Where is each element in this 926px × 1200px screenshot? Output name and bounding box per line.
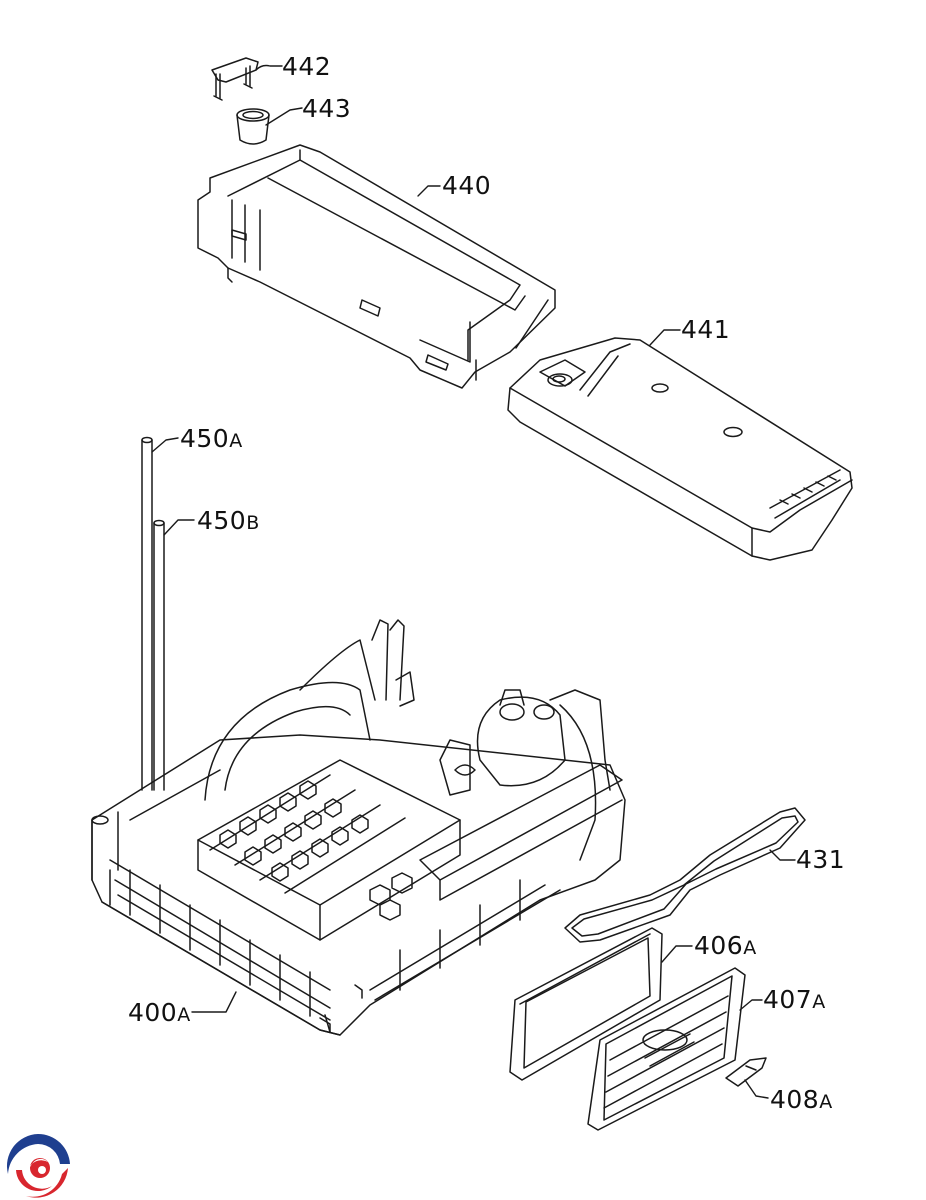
part-440-housing [197, 144, 556, 389]
label-450b-suffix: B [246, 512, 260, 534]
label-450a: 450A [180, 426, 243, 451]
leader-407a [739, 999, 763, 1011]
label-408a-suffix: A [819, 1091, 833, 1113]
label-400a: 400A [128, 1000, 191, 1025]
leader-406a [661, 945, 693, 963]
label-442: 442 [282, 54, 331, 79]
label-407a-number: 407 [763, 985, 813, 1014]
label-431: 431 [796, 847, 845, 872]
label-441-number: 441 [681, 315, 731, 344]
leader-400a [191, 991, 237, 1013]
leader-408a [744, 1079, 769, 1099]
label-440: 440 [442, 173, 491, 198]
leader-450a [151, 437, 179, 453]
leader-450b [163, 519, 195, 536]
leader-lines [151, 64, 796, 1099]
label-406a: 406A [694, 933, 757, 958]
brand-swirl-logo-icon [6, 1133, 70, 1198]
label-443: 443 [302, 96, 351, 121]
label-450b: 450B [197, 508, 260, 533]
part-407a-grille [587, 967, 746, 1131]
label-407a: 407A [763, 987, 826, 1012]
part-450b-rod [153, 519, 165, 791]
part-431-gasket [564, 807, 806, 943]
leader-431 [769, 849, 796, 861]
part-441-tank [507, 337, 853, 561]
leader-441 [649, 329, 681, 346]
label-443-number: 443 [302, 94, 352, 123]
part-406a-frame [509, 927, 663, 1081]
part-408a-clip [725, 1057, 767, 1087]
label-440-number: 440 [442, 171, 492, 200]
label-408a: 408A [770, 1087, 833, 1112]
leader-442 [255, 64, 283, 71]
part-442-bracket [211, 57, 259, 101]
label-407a-suffix: A [812, 991, 826, 1013]
label-442-number: 442 [282, 52, 332, 81]
label-450b-number: 450 [197, 506, 247, 535]
part-450a-rod [141, 436, 153, 791]
label-400a-number: 400 [128, 998, 178, 1027]
part-400a-base [91, 619, 626, 1036]
label-450a-suffix: A [229, 430, 243, 452]
part-443-cup [236, 108, 270, 145]
leader-440 [417, 185, 441, 197]
label-441: 441 [681, 317, 730, 342]
label-406a-number: 406 [694, 931, 744, 960]
leader-443 [265, 107, 303, 126]
label-450a-number: 450 [180, 424, 230, 453]
label-406a-suffix: A [743, 937, 757, 959]
label-400a-suffix: A [177, 1004, 191, 1026]
label-408a-number: 408 [770, 1085, 820, 1114]
label-431-number: 431 [796, 845, 846, 874]
